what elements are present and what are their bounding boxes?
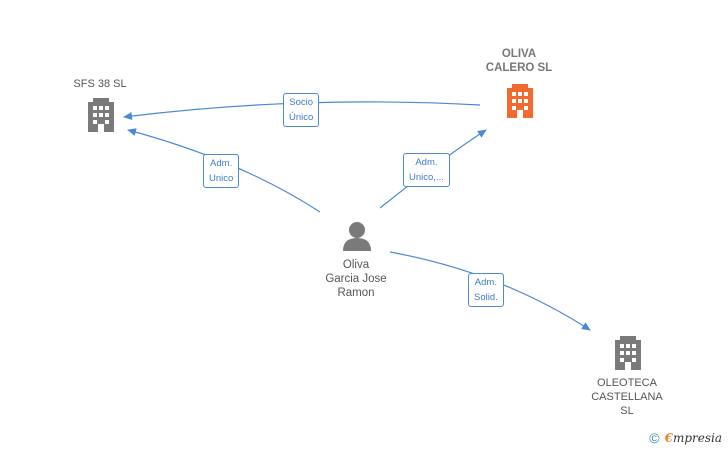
edge-label-adm-unico-oliva: Adm. Unico,... bbox=[403, 153, 450, 187]
footer-brand: © €mpresia bbox=[649, 430, 722, 446]
brand-logo: €mpresia bbox=[664, 431, 722, 445]
node-label-sfs38[interactable]: SFS 38 SL bbox=[73, 78, 127, 90]
copyright-symbol: © bbox=[649, 430, 660, 446]
building-icon bbox=[88, 98, 114, 132]
node-label-person[interactable]: Oliva Garcia Jose Ramon bbox=[325, 259, 387, 299]
node-label-oliva-calero[interactable]: OLIVA CALERO SL bbox=[485, 48, 553, 74]
edge-label-adm-solid: Adm. Solid. bbox=[468, 273, 504, 307]
edge-label-socio-unico: Socio Único bbox=[283, 93, 320, 127]
node-label-oleoteca[interactable]: OLEOTECA CASTELLANA SL bbox=[591, 377, 663, 417]
building-icon bbox=[615, 336, 641, 370]
person-icon bbox=[343, 222, 371, 251]
edge-label-adm-unico-sfs: Adm. Unico bbox=[203, 154, 240, 188]
building-highlight-icon bbox=[507, 84, 533, 118]
